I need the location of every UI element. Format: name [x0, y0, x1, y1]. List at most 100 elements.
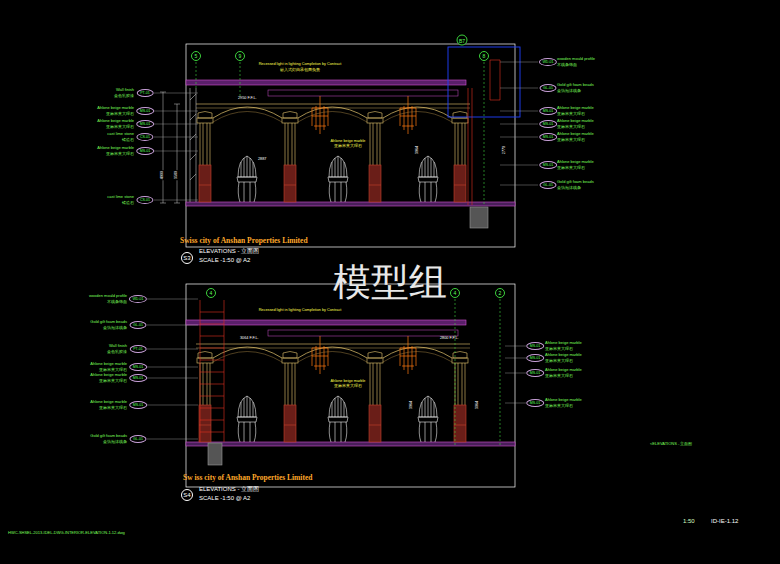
- tag-text: 4: [454, 290, 457, 296]
- tag-text: CS-01: [140, 198, 150, 202]
- s4-detail: [200, 299, 500, 465]
- material-tag: MS-01: [129, 374, 147, 382]
- tag-text: MS-01: [530, 344, 541, 348]
- annotation: 木线条饰面: [557, 63, 577, 67]
- annotation: 亚麻米黄大理石: [334, 385, 362, 389]
- annotation: Ahlone beige marble: [97, 106, 134, 110]
- annotation: 亚麻米黄大理石: [557, 166, 585, 170]
- annotation: Gold gilt foam beads: [557, 180, 594, 184]
- annotation: 亚麻米黄大理石: [99, 379, 127, 383]
- grid-bubble: 2: [495, 288, 505, 298]
- annotation: 2800 F.F.L.: [440, 337, 459, 341]
- tag-text: MS-01: [530, 356, 541, 360]
- tag-text: MS-01: [140, 149, 151, 153]
- annotation: 金箔泡沫线条: [103, 440, 127, 444]
- annotation: 亚麻米黄大理石: [557, 138, 585, 142]
- material-tag: MS-01: [129, 363, 147, 371]
- annotation: Gold gilt foam beads: [90, 434, 127, 438]
- annotation: SCALE -1:50 @ A2: [199, 257, 250, 263]
- material-tag: MS-01: [136, 107, 154, 115]
- annotation: Wall finish: [109, 344, 127, 348]
- material-tag: GL-01: [540, 181, 557, 189]
- material-tag: MS-01: [526, 342, 544, 350]
- material-tag: MS-01: [136, 120, 154, 128]
- tag-text: MS-01: [530, 401, 541, 405]
- annotation: 亚麻米黄大理石: [334, 145, 362, 149]
- annotation: 亚麻米黄大理石: [106, 152, 134, 156]
- material-tag: CS-01: [136, 196, 153, 204]
- tag-text: WD-01: [132, 297, 143, 301]
- tag-text: 5: [195, 53, 198, 59]
- grid-bubble: 4: [206, 288, 216, 298]
- tag-text: MS-01: [530, 371, 541, 375]
- annotation: wooden mould profile: [89, 294, 127, 298]
- tag-text: 9: [239, 53, 242, 59]
- tag-text: MS-01: [543, 163, 554, 167]
- annotation: 亚麻米黄大理石: [545, 347, 573, 351]
- annotation: Ahlone beige marble: [331, 140, 366, 144]
- material-tag: MS-01: [539, 107, 557, 115]
- dimension: 3964: [410, 400, 414, 410]
- annotation: 亚麻米黄大理石: [557, 112, 585, 116]
- annotation: Ahlone beige marble: [97, 146, 134, 150]
- tag-text: 4: [210, 290, 213, 296]
- grid-bubble: 5: [191, 51, 201, 61]
- material-tag: CS-01: [136, 133, 153, 141]
- tag-text: MS-01: [543, 122, 554, 126]
- dimension: 3064: [476, 400, 480, 410]
- annotation: 铸造石: [122, 138, 134, 142]
- annotation: 1:50: [683, 518, 695, 524]
- dimension: 2770: [503, 145, 507, 155]
- annotation: 亚麻米黄大理石: [545, 374, 573, 378]
- tag-text: MS-01: [140, 109, 151, 113]
- annotation: ELEVATIONS - 立面图: [199, 248, 259, 254]
- tag-text: MS-01: [543, 109, 554, 113]
- annotation: Ahlone beige marble: [557, 119, 594, 123]
- tag-text: GL-01: [543, 183, 553, 187]
- annotation: 亚麻米黄大理石: [557, 125, 585, 129]
- material-tag: MS-01: [526, 369, 544, 377]
- annotation: ELEVATIONS - 立面图: [199, 486, 259, 492]
- annotation: 亚麻米黄大理石: [99, 368, 127, 372]
- material-tag: MS-01: [526, 354, 544, 362]
- annotation: 木线条饰面: [107, 300, 127, 304]
- tag-text: B7: [459, 37, 465, 43]
- tag-text: GL-01: [133, 437, 143, 441]
- annotation: Ahlone beige marble: [557, 132, 594, 136]
- annotation: SCALE -1:50 @ A2: [199, 495, 250, 501]
- annotation: Ahlone beige marble: [557, 160, 594, 164]
- annotation: 亚麻米黄大理石: [106, 112, 134, 116]
- annotation: wooden mould profile: [557, 57, 595, 61]
- annotation: Ahlone beige marble: [90, 373, 127, 377]
- sheet-marker: S3: [181, 252, 193, 264]
- annotation: Ahlone beige marble: [545, 341, 582, 345]
- tag-text: PT-01: [140, 91, 150, 95]
- annotation: Recessed light in lighting Completion by…: [259, 63, 342, 67]
- annotation: 模型组: [333, 263, 447, 301]
- annotation: 亚麻米黄大理石: [99, 406, 127, 410]
- annotation: Ahlone beige marble: [557, 106, 594, 110]
- s3-detail: [160, 47, 520, 228]
- annotation: 金色乳胶漆: [107, 350, 127, 354]
- material-tag: GL-01: [130, 321, 147, 329]
- annotation: Ahlone beige marble: [90, 400, 127, 404]
- material-tag: MS-01: [539, 161, 557, 169]
- tag-text: CS-01: [140, 135, 150, 139]
- material-tag: MS-01: [539, 133, 557, 141]
- annotation: 亚麻米黄大理石: [545, 404, 573, 408]
- tag-text: MS-01: [133, 403, 144, 407]
- annotation: 2887: [258, 158, 266, 162]
- sheet-title: Swiss city of Anshan Properties Limited: [180, 237, 308, 245]
- dimension: 3580: [175, 170, 179, 180]
- annotation: cast lime stone: [107, 132, 134, 136]
- annotation: ID-IE-1.12: [711, 518, 738, 524]
- sheet-marker: S4: [181, 489, 193, 501]
- annotation: 金箔泡沫线条: [103, 326, 127, 330]
- material-tag: WD-01: [539, 58, 557, 66]
- elevation-s3: [186, 44, 515, 247]
- material-tag: WD-01: [129, 295, 147, 303]
- tag-text: WD-01: [542, 60, 553, 64]
- tag-text: S3: [183, 255, 190, 261]
- annotation: Recessed light in lighting Completion by…: [259, 309, 342, 313]
